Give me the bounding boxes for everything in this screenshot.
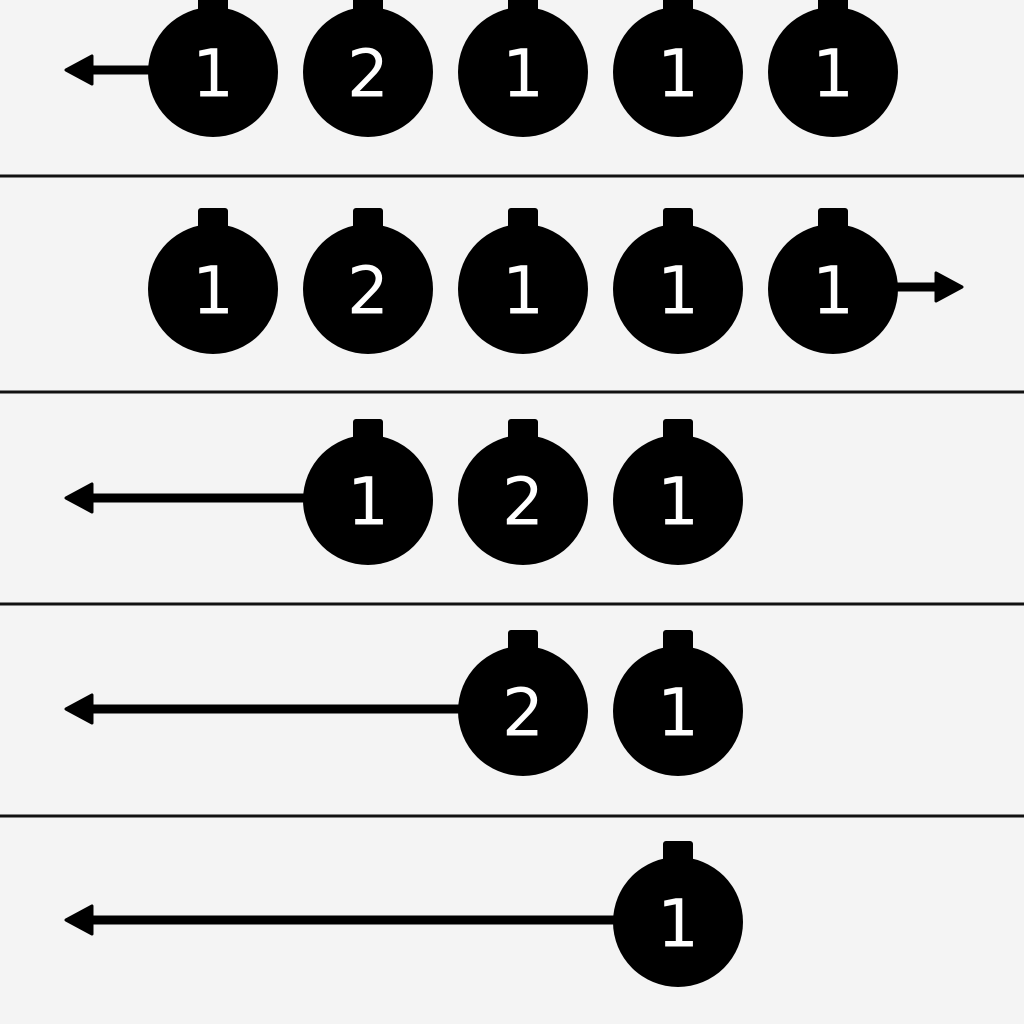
bomb-body [303,224,433,354]
bomb-body [148,7,278,137]
arrow-left-icon [64,904,626,936]
bomb-icon: 1 [613,0,743,137]
bomb-number: 1 [812,253,854,330]
bomb-body [303,7,433,137]
bomb-number: 2 [347,36,389,113]
bomb-icon: 1 [613,841,743,987]
bomb-icon: 1 [613,208,743,354]
bomb-row: 1 [64,841,743,987]
bomb-number: 1 [502,36,544,113]
bomb-icon: 1 [148,0,278,137]
bomb-icon: 1 [303,419,433,565]
bomb-body [458,435,588,565]
bomb-icon: 1 [148,208,278,354]
bomb-number: 2 [502,464,544,541]
bomb-number: 1 [502,253,544,330]
bomb-icon: 1 [768,208,898,354]
bomb-body [458,646,588,776]
bomb-icon: 1 [613,630,743,776]
bomb-body [303,435,433,565]
bomb-body [768,7,898,137]
bomb-body [613,857,743,987]
bomb-number: 1 [657,36,699,113]
bomb-icon: 2 [458,419,588,565]
row-separators [0,174,1024,818]
bomb-body [458,224,588,354]
arrow-left-icon [64,54,161,86]
arrow-right-icon [885,271,964,303]
bomb-icon: 2 [458,630,588,776]
bomb-row: 1 2 1 1 1 [64,0,898,137]
bomb-number: 1 [657,886,699,963]
arrow-left-icon [64,693,471,725]
bomb-icon: 1 [458,0,588,137]
bomb-icon: 2 [303,208,433,354]
bomb-icon: 2 [303,0,433,137]
bomb-number: 1 [347,464,389,541]
bomb-body [768,224,898,354]
bomb-icon: 1 [768,0,898,137]
bomb-number: 2 [502,675,544,752]
bomb-icon: 1 [613,419,743,565]
bomb-row: 1 2 1 1 1 [148,208,964,354]
bomb-number: 1 [192,36,234,113]
bomb-number: 1 [657,464,699,541]
arrow-left-icon [64,482,316,514]
bomb-number: 1 [657,675,699,752]
bomb-icon: 1 [458,208,588,354]
bomb-body [613,7,743,137]
bomb-body [613,224,743,354]
bomb-body [148,224,278,354]
bomb-body [458,7,588,137]
bomb-number: 1 [812,36,854,113]
bomb-body [613,435,743,565]
bomb-number: 1 [192,253,234,330]
bomb-number: 1 [657,253,699,330]
bomb-row: 1 2 1 [64,419,743,565]
bomb-body [613,646,743,776]
bomb-number: 2 [347,253,389,330]
